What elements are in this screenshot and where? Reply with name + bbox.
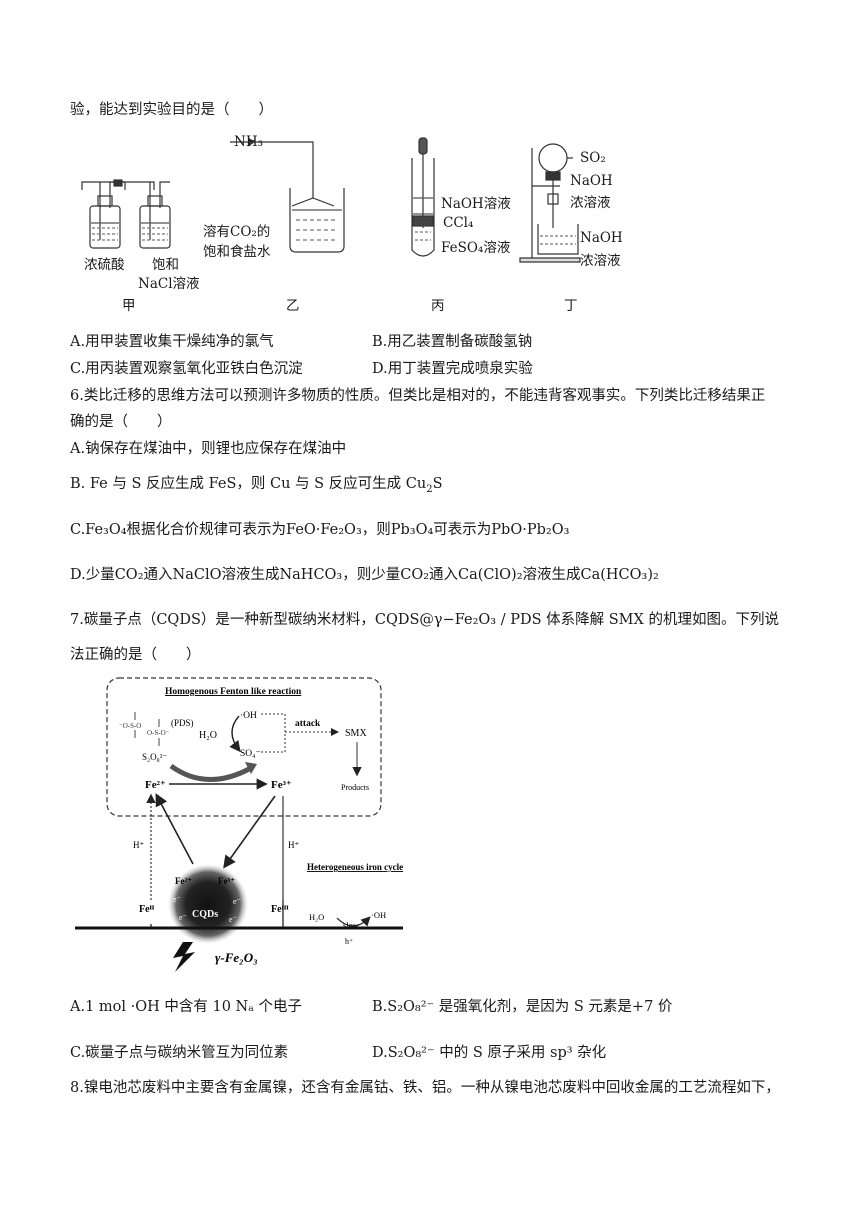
fe-ii-label: Feᴵᴵ [139, 904, 155, 915]
q7-stem-line-2: 法正确的是（ ） [70, 647, 201, 663]
q6-option-a: A.钠保存在煤油中，则锂也应保存在煤油中 [70, 441, 347, 457]
q6-stem-line-1: 6.类比迁移的思维方法可以预测许多物质的性质。但类比是相对的，不能违背客观事实。… [70, 388, 766, 404]
fe3-label: Fe³⁺ [271, 779, 292, 791]
fenton-box-title: Homogenous Fenton like reaction [165, 687, 302, 697]
svg-text:O-S-O⁻: O-S-O⁻ [147, 729, 170, 737]
pds-label: (PDS) [171, 718, 194, 728]
apparatus-figure [81, 137, 581, 263]
q7-option-b: B.S₂O₈²⁻ 是强氧化剂，是因为 S 元素是+7 价 [372, 999, 673, 1015]
attack-label: attack [295, 719, 321, 729]
apparatus-jia [81, 179, 171, 249]
inner-fe3-label: Fe³⁺ [218, 876, 235, 886]
jia-right-label-2: NaCl溶液 [138, 276, 200, 292]
electron-left-1: e⁻ [173, 895, 181, 904]
yi-caption: 乙 [286, 298, 300, 314]
activation-curve-arrow [169, 763, 253, 782]
inner-fe2-label: Fe²⁺ [175, 876, 192, 886]
q5-stem-tail: 验，能达到实验目的是（ ） [70, 102, 273, 118]
oh-b-label: ·OH [371, 910, 386, 920]
q5-option-a: A.用甲装置收集干燥纯净的氯气 [70, 334, 274, 350]
q6-option-b-part-1: B. Fe 与 S 反应生成 FeS，则 Cu 与 S 反应可生成 Cu [70, 476, 427, 492]
h2o-label: H₂O [199, 730, 217, 741]
pds-structure: ⁻O-S-O O-S-O⁻ [119, 712, 170, 746]
fe-iii-label: Feᴵᴵᴵ [271, 904, 289, 915]
attack-bracket [261, 713, 337, 753]
mechanism-diagram: Homogenous Fenton like reaction ⁻O-S-O O… [75, 677, 403, 972]
slow-label: slow [343, 920, 360, 930]
ding-label-5: 浓溶液 [580, 253, 621, 269]
jia-right-label-1: 饱和 [152, 257, 179, 273]
bing-label-2: CCl₄ [443, 215, 474, 231]
apparatus-bing [411, 137, 435, 257]
q7-option-d: D.S₂O₈²⁻ 中的 S 原子采用 sp³ 杂化 [372, 1045, 607, 1061]
ding-label-2: NaOH [570, 173, 613, 189]
h2o-b-label: H₂O [309, 912, 324, 922]
hplus-left-label: H⁺ [133, 840, 144, 850]
cqd-sphere [168, 864, 248, 944]
ding-label-3: 浓溶液 [570, 195, 611, 211]
ding-caption: 丁 [564, 298, 578, 314]
bing-label-3: FeSO₄溶液 [441, 240, 511, 256]
s2o8-label: S₂O₈²⁻ [142, 752, 167, 762]
jia-left-label: 浓硫酸 [84, 257, 125, 273]
apparatus-ding [519, 143, 581, 263]
h-plus-b-label: h⁺ [345, 937, 353, 946]
svg-text:⁻O-S-O: ⁻O-S-O [119, 722, 141, 730]
apparatus-yi [230, 137, 345, 253]
fenton-box [106, 677, 382, 817]
bing-label-1: NaOH溶液 [441, 196, 511, 212]
q5-option-d: D.用丁装置完成喷泉实验 [372, 361, 533, 377]
q7-option-c: C.碳量子点与碳纳米管互为同位素 [70, 1045, 289, 1061]
fe3-to-cqd-arrow [223, 795, 276, 869]
hetero-cycle-label: Heterogeneous iron cycle [307, 862, 403, 872]
ding-label-1: SO₂ [580, 150, 606, 166]
hplus-right-label: H⁺ [288, 840, 299, 850]
q6-option-b-subscript: 2 [426, 483, 433, 495]
gamma-fe2o3-label: γ-Fe₂O₃ [215, 950, 258, 965]
yi-gas-label: NH₃ [234, 134, 263, 150]
q6-option-c: C.Fe₃O₄根据化合价规律可表示为FeO·Fe₂O₃，则Pb₃O₄可表示为Pb… [70, 522, 570, 538]
q6-stem-line-2: 确的是（ ） [70, 414, 172, 430]
electron-right-2: e⁻ [229, 915, 237, 924]
cqd-to-fe2-arrow [155, 793, 194, 865]
oh-label: ·OH [240, 711, 257, 721]
cqd-label: CQDs [192, 909, 218, 920]
q6-option-b: B. Fe 与 S 反应生成 FeS，则 Cu 与 S 反应可生成 Cu2S [70, 472, 443, 495]
yi-label-2: 饱和食盐水 [203, 244, 271, 260]
q8-stem-line-1: 8.镍电池芯废料中主要含有金属镍，还含有金属钴、铁、铝。一种从镍电池芯废料中回收… [70, 1080, 780, 1096]
electron-right-1: e⁻ [233, 897, 241, 906]
q6-option-b-part-2: S [432, 476, 443, 492]
bing-caption: 丙 [431, 298, 445, 314]
jia-caption: 甲 [122, 298, 136, 314]
q7-option-a: A.1 mol ·OH 中含有 10 Nₐ 个电子 [70, 999, 302, 1015]
q5-option-b: B.用乙装置制备碳酸氢钠 [372, 334, 533, 350]
smx-label: SMX [345, 728, 367, 739]
fe2-label: Fe²⁺ [145, 779, 166, 791]
slow-curve [336, 916, 371, 927]
electron-left-2: e⁻ [179, 913, 187, 922]
light-bolt-icon [173, 942, 195, 972]
q7-stem-line-1: 7.碳量子点（CQDS）是一种新型碳纳米材料，CQDS@γ−Fe₂O₃ / PD… [70, 612, 779, 628]
q5-option-c: C.用丙装置观察氢氧化亚铁白色沉淀 [70, 361, 303, 377]
q6-option-d: D.少量CO₂通入NaClO溶液生成NaHCO₃，则少量CO₂通入Ca(ClO)… [70, 567, 659, 583]
h2o-curve [229, 715, 241, 753]
products-label: Products [341, 783, 369, 792]
yi-label-1: 溶有CO₂的 [203, 224, 271, 240]
so4-label: SO₄⁻ [240, 749, 260, 759]
ding-label-4: NaOH [580, 230, 623, 246]
